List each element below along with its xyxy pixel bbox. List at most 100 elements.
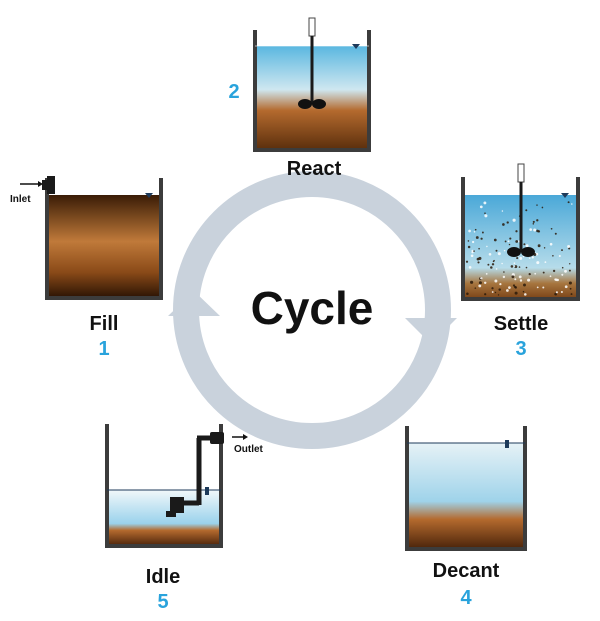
sludge-particle [492, 260, 495, 263]
sludge-particle [515, 240, 519, 243]
sludge-particle [536, 229, 539, 233]
sludge-particle [508, 243, 511, 246]
sludge-particle [474, 287, 477, 289]
sludge-particle [525, 266, 528, 269]
cycle-arrowhead-right [405, 318, 457, 344]
sludge-particle [481, 231, 484, 234]
sludge-particle [470, 280, 474, 284]
sludge-particle [568, 269, 571, 272]
sludge-particle [514, 291, 518, 295]
sludge-particle [514, 278, 517, 281]
stage-fill-number: 1 [98, 338, 109, 360]
sludge-particle [503, 271, 505, 273]
sludge-particle [467, 245, 471, 249]
stage-settle-number: 3 [515, 338, 526, 360]
sludge-particle [495, 249, 498, 252]
sludge-particle [525, 244, 529, 248]
settling-particles [465, 201, 573, 296]
sludge-particle [502, 275, 506, 279]
sludge-particle [502, 223, 505, 226]
sludge-particle [511, 275, 515, 279]
sludge-particle [564, 285, 568, 289]
float-switch-icon [205, 487, 209, 495]
sludge-particle [541, 206, 544, 209]
sludge-particle [533, 228, 537, 232]
sludge-particle [510, 265, 514, 268]
sludge-particle [549, 242, 553, 246]
sludge-particle [488, 252, 492, 256]
sludge-particle [471, 249, 474, 252]
sludge-particle [554, 232, 557, 235]
sludge-particle [536, 219, 539, 222]
sludge-particle [476, 257, 480, 261]
sludge-particle [484, 212, 486, 214]
sludge-particle [532, 223, 535, 225]
sludge-particle [471, 240, 475, 244]
sludge-particle [480, 237, 483, 240]
stage-react-number: 2 [228, 81, 239, 103]
sludge-particle [468, 229, 471, 233]
sludge-particle [480, 277, 483, 280]
sludge-particle [519, 279, 523, 282]
sludge-particle [523, 243, 526, 246]
sludge-particle [525, 209, 528, 212]
stage-idle-name: Idle [146, 566, 180, 588]
sludge-particle [519, 256, 523, 260]
tank-decant [405, 426, 527, 551]
tank-fill [20, 176, 163, 300]
sludge-particle [465, 260, 469, 263]
sludge-particle [568, 263, 571, 265]
sludge-particle [528, 272, 531, 276]
sludge-particle [531, 256, 534, 259]
sludge-particle [501, 262, 503, 265]
sludge-particle [513, 262, 516, 264]
sludge-particle [542, 271, 545, 274]
sludge-particle [513, 265, 516, 268]
sludge-particle [514, 285, 517, 289]
sludge-particle [522, 255, 525, 258]
stage-decant-number: 4 [460, 587, 472, 609]
sludge-particle [506, 289, 509, 292]
sludge-particle [483, 281, 487, 285]
outlet-label: Outlet [234, 444, 264, 455]
sludge-particle [549, 275, 552, 278]
float-switch-icon [505, 440, 509, 448]
sludge-particle [491, 291, 494, 293]
sludge-particle [468, 266, 472, 269]
sludge-particle [518, 266, 521, 268]
sludge-particle [495, 268, 498, 270]
sludge-particle [558, 254, 561, 258]
sludge-particle [569, 287, 572, 290]
tank-react [253, 17, 371, 152]
sludge-particle [509, 237, 512, 240]
tank-idle [105, 424, 248, 548]
sludge-particle [466, 292, 469, 296]
sludge-particle [536, 261, 540, 265]
sludge-particle [501, 210, 504, 212]
sludge-particle [484, 293, 487, 296]
sludge-particle [514, 265, 518, 269]
mixer-icon [298, 17, 326, 109]
sludge-particle [512, 218, 516, 222]
sludge-particle [552, 255, 554, 257]
sludge-particle [554, 292, 558, 296]
water-level-icon [145, 193, 153, 198]
sludge-particle [494, 291, 497, 294]
sludge-particle [491, 287, 494, 290]
sludge-particle [494, 279, 498, 283]
cycle-arrowhead-left [168, 291, 220, 316]
stage-idle-number: 5 [157, 591, 168, 613]
sludge-particle [567, 245, 571, 248]
sludge-particle [552, 269, 556, 273]
sludge-particle [561, 273, 564, 276]
sludge-particle [484, 214, 488, 218]
sludge-particle [478, 284, 482, 288]
cycle-ring [168, 171, 457, 449]
sludge-particle [528, 257, 531, 259]
sludge-particle [567, 201, 570, 204]
sludge-particle [536, 204, 538, 206]
sludge-particle [506, 221, 509, 224]
sludge-particle [542, 286, 545, 289]
water-level-icon [561, 193, 569, 198]
sludge-particle [467, 240, 470, 242]
